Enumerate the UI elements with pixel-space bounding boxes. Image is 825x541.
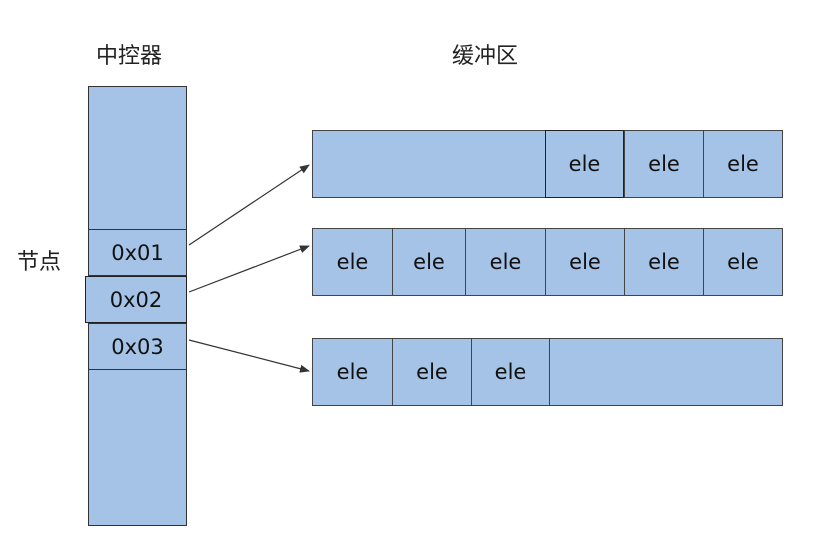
node-0x03: 0x03 bbox=[88, 323, 187, 370]
arrow-0x01-to-buffer-1 bbox=[188, 164, 310, 246]
buffer-cell: ele bbox=[336, 250, 369, 274]
buffer-cell: ele bbox=[392, 229, 465, 295]
buffer-cell: ele bbox=[392, 339, 471, 405]
buffer-cell: ele bbox=[336, 360, 369, 384]
buffer-cell: ele bbox=[545, 229, 624, 295]
buffer-cell: ele bbox=[545, 130, 624, 198]
buffer-cell: ele bbox=[703, 131, 782, 197]
buffer-label: 缓冲区 bbox=[452, 44, 519, 69]
buffer-cell: ele bbox=[703, 229, 782, 295]
buffer-row-1: ele ele ele bbox=[312, 130, 783, 198]
arrow-0x03-to-buffer-3 bbox=[188, 339, 310, 373]
buffer-cell: ele bbox=[471, 339, 550, 405]
node-label: 节点 bbox=[17, 250, 62, 275]
arrow-0x02-to-buffer-2 bbox=[188, 245, 310, 293]
node-0x02: 0x02 bbox=[85, 276, 187, 323]
buffer-row-3: ele ele ele bbox=[312, 338, 783, 406]
controller-label: 中控器 bbox=[96, 44, 163, 69]
buffer-cell: ele bbox=[624, 229, 703, 295]
buffer-cell: ele bbox=[624, 131, 703, 197]
node-0x01: 0x01 bbox=[88, 229, 187, 276]
buffer-cell: ele bbox=[465, 229, 545, 295]
buffer-row-2: ele ele ele ele ele ele bbox=[312, 228, 783, 296]
